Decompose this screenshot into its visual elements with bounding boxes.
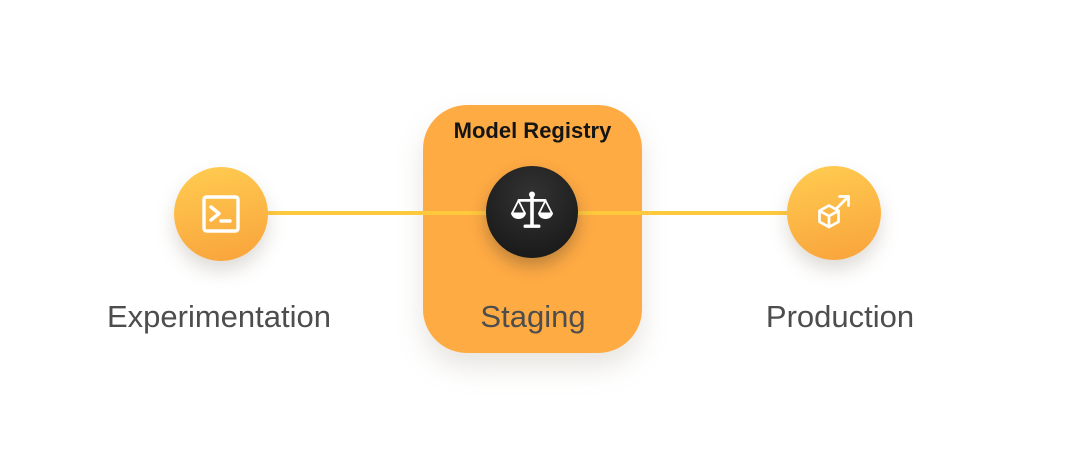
model-registry-title: Model Registry [453, 118, 612, 143]
cube-arrow-icon [818, 195, 850, 229]
staging-badge [486, 166, 578, 258]
scales-icon [511, 191, 553, 228]
terminal-icon [202, 195, 240, 233]
experimentation-label: Experimentation [106, 299, 332, 334]
production-node [787, 166, 881, 260]
staging-label: Staging [480, 299, 586, 334]
experimentation-node [174, 167, 268, 261]
production-label: Production [765, 299, 915, 334]
